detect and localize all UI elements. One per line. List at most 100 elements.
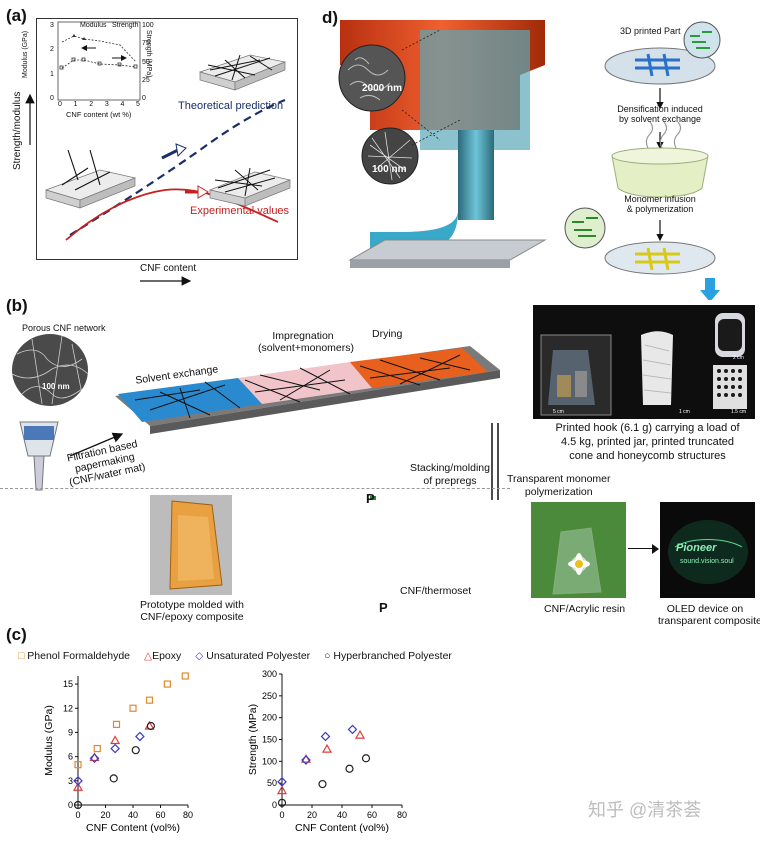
- legend-item-unsaturated: ◇ Unsaturated Polyester: [195, 650, 311, 662]
- x-tick-label: 0: [279, 810, 284, 820]
- panel-c-legend: □ Phenol Formaldehyde △Epoxy ◇ Unsaturat…: [18, 650, 452, 662]
- y-tick-label: 100: [262, 756, 277, 766]
- x-tick-label: 20: [100, 810, 110, 820]
- x-tick-label: 80: [183, 810, 193, 820]
- fiber-slab-right: [208, 167, 292, 207]
- scale-100nm-b: 100 nm: [42, 382, 70, 391]
- y-tick-label: 12: [63, 703, 73, 713]
- panel-c-label: (c): [6, 625, 27, 644]
- scale-100nm-d: 100 nm: [372, 164, 407, 175]
- y-tick-label: 3: [68, 776, 73, 786]
- y-tick-label: 15: [63, 679, 73, 689]
- point-square: [145, 696, 154, 704]
- y-tick-label: 250: [262, 691, 277, 701]
- arrow-head-oled: [652, 544, 659, 554]
- point-circle: [318, 779, 327, 789]
- panel-d-label: d): [322, 8, 339, 27]
- point-square: [74, 761, 82, 769]
- theoretical-label: Theoretical prediction: [178, 100, 284, 112]
- photo-scale-1: 5 cm: [553, 409, 564, 415]
- panel-b-label: (b): [6, 296, 28, 315]
- x-tick-label: 60: [155, 810, 165, 820]
- x-tick-label: 0: [75, 810, 80, 820]
- point-circle: [277, 798, 287, 807]
- x-axis-label: CNF Content (vol%): [295, 822, 389, 834]
- porous-network-label: Porous CNF network: [22, 323, 106, 333]
- y-tick-label: 150: [262, 735, 277, 745]
- x-tick-label: 60: [367, 810, 377, 820]
- acrylic-caption: CNF/Acrylic resin: [544, 603, 626, 615]
- point-square: [181, 672, 189, 680]
- x-tick-label: 40: [128, 810, 138, 820]
- point-diamond: [110, 743, 120, 754]
- panel-a-figure: [25, 21, 292, 286]
- legend-item-epoxy: △Epoxy: [144, 650, 182, 662]
- y-axis-label: Strength (MPa): [247, 704, 259, 775]
- panel-a-ylabel: Strength/modulus: [12, 91, 23, 170]
- point-circle: [146, 721, 155, 731]
- arrow-to-oled: [628, 548, 652, 549]
- point-square: [93, 744, 101, 753]
- point-diamond: [320, 731, 331, 742]
- panel-b-divider: [0, 488, 510, 489]
- point-circle: [109, 774, 118, 783]
- fiber-slab-mid: [198, 54, 287, 91]
- legend-item-phenol: □ Phenol Formaldehyde: [18, 650, 130, 662]
- point-diamond: [347, 724, 358, 735]
- point-square: [163, 680, 171, 688]
- point-circle: [345, 764, 354, 773]
- watermark: 知乎 @清茶荟: [588, 800, 702, 820]
- porous-network-image: 100 nm: [12, 334, 88, 406]
- y-tick-label: 300: [262, 669, 277, 679]
- printed-structures-photo: 5 cm 1 cm 2 cm 1.5 cm: [533, 305, 755, 419]
- experimental-label: Experimental values: [190, 205, 290, 217]
- cnf-thermoset-label: CNF/thermoset: [400, 585, 472, 597]
- monomer-infusion-label: Monomer infusion& polymerization: [624, 194, 696, 214]
- y-tick-label: 6: [68, 752, 73, 762]
- point-diamond: [277, 777, 287, 787]
- point-circle: [361, 754, 371, 763]
- point-triangle: [321, 743, 333, 753]
- prototype-photo: [150, 495, 232, 595]
- legend-item-hyperbranched: ○ Hyperbranched Polyester: [324, 650, 452, 662]
- y-tick-label: 0: [68, 800, 73, 810]
- inset-ylabel-left: Modulus (GPa): [22, 30, 29, 78]
- point-triangle: [276, 785, 288, 795]
- photo-scale-3: 2 cm: [733, 355, 744, 361]
- prepreg-label: prepreg: [442, 408, 479, 420]
- x-axis-label: CNF Content (vol%): [86, 822, 180, 834]
- point-circle: [131, 746, 140, 755]
- y-axis-label: Modulus (GPa): [43, 705, 55, 776]
- point-circle: [73, 800, 83, 810]
- photo-scale-2: 1 cm: [679, 409, 690, 415]
- x-tick-label: 20: [307, 810, 317, 820]
- y-tick-label: 200: [262, 713, 277, 723]
- impregnation-label: Impregnation(solvent+monomers): [258, 330, 354, 354]
- panel-a-label: (a): [6, 6, 27, 25]
- panel-a-xlabel: CNF content: [140, 263, 197, 274]
- oled-photo: Pioneer sound.vision.soul: [660, 502, 755, 598]
- inset-legend-modulus: Modulus: [80, 22, 107, 29]
- y-tick-label: 50: [267, 778, 277, 788]
- y-tick-label: 0: [272, 800, 277, 810]
- x-tick-label: 80: [397, 810, 407, 820]
- photo-scale-4: 1.5 cm: [731, 409, 747, 415]
- pressure-bottom-label: P: [379, 600, 388, 615]
- inset-xlabel: CNF content (wt %): [66, 110, 132, 119]
- scale-2000nm: 2000 nm: [362, 83, 403, 94]
- point-square: [112, 720, 121, 728]
- point-diamond: [89, 753, 100, 764]
- fiber-slab-left: [44, 149, 137, 209]
- pressure-top-label: P: [366, 491, 375, 506]
- point-triangle: [110, 735, 121, 745]
- panel-a-frame: [36, 18, 298, 260]
